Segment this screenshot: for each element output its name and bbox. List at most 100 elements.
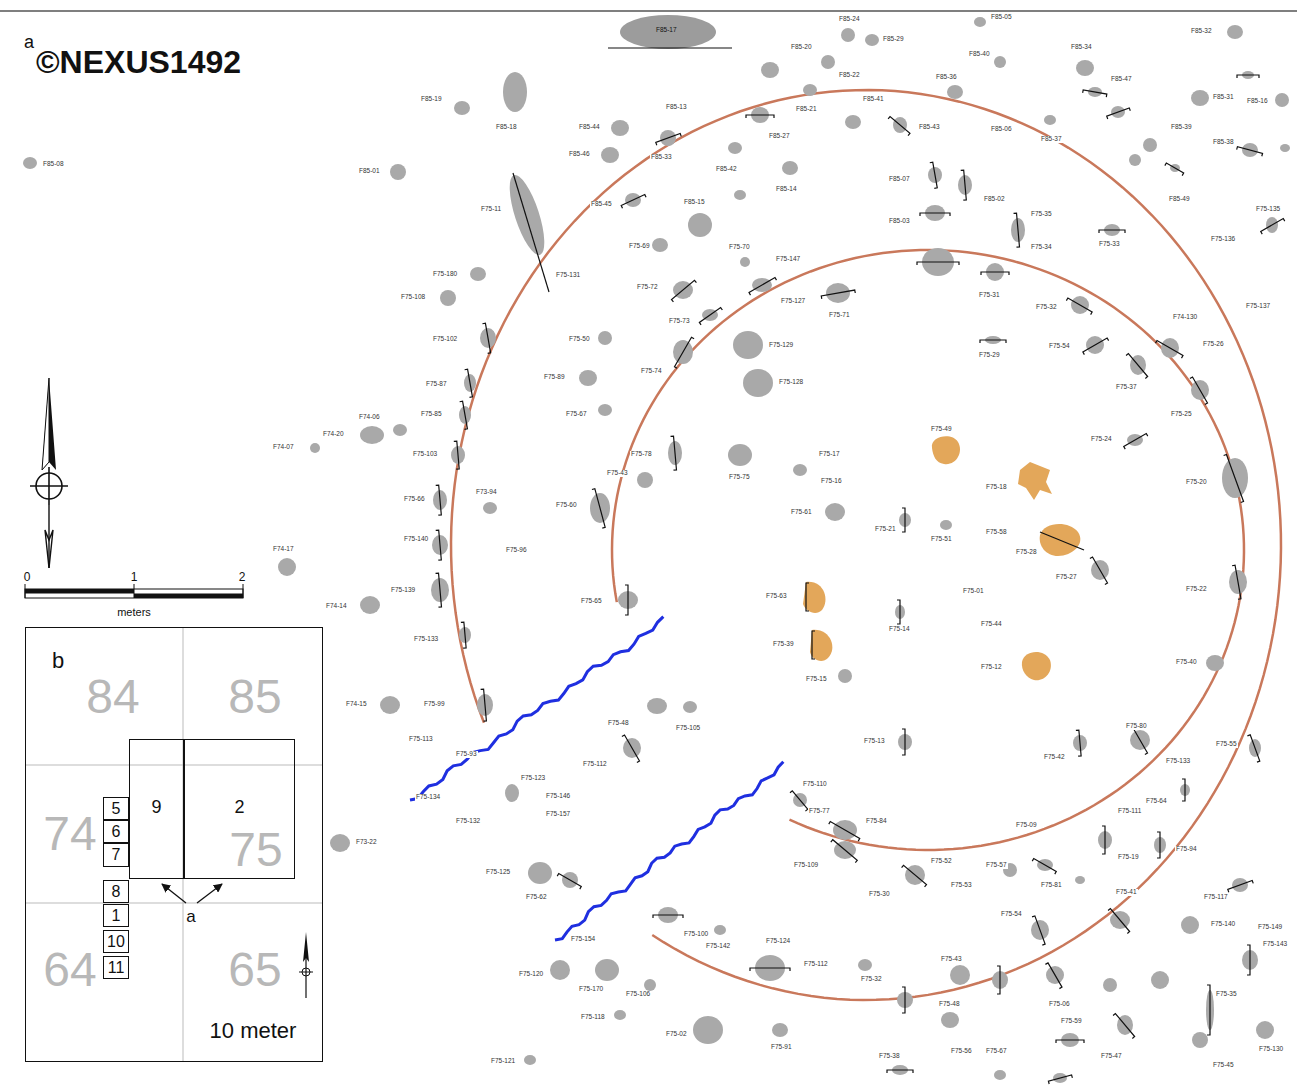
hearth-feature: [1018, 462, 1052, 500]
section-line: [1014, 213, 1020, 247]
feature-label: F75-132: [455, 818, 481, 825]
section-line: [1157, 832, 1160, 858]
section-line: [746, 115, 774, 118]
section-line: [917, 262, 959, 265]
unit-number: 6: [104, 824, 128, 840]
feature-label: F75-39: [772, 641, 795, 648]
feature-label: F75-38: [878, 1053, 901, 1060]
posthole: [598, 404, 612, 416]
posthole: [470, 267, 486, 281]
feature-label: F75-111: [1117, 808, 1142, 815]
feature-label: F75-142: [705, 943, 731, 950]
pointer-letter: a: [186, 908, 195, 925]
posthole: [550, 960, 570, 980]
feature-label: F75-30: [868, 891, 891, 898]
section-line: [1090, 557, 1108, 584]
section-line: [481, 689, 487, 721]
feature-label: F75-52: [930, 858, 953, 865]
feature-label: F85-03: [888, 218, 911, 225]
posthole: [1076, 60, 1094, 76]
feature-label: F75-55: [1215, 741, 1238, 748]
section-line: [1045, 963, 1062, 989]
feature-label: F75-70: [728, 244, 751, 251]
section-line: [888, 117, 910, 136]
feature-label: F75-29: [978, 352, 1001, 359]
feature-label: F75-43: [606, 470, 629, 477]
feature-label: F75-136: [1210, 236, 1236, 243]
feature-label: F74-07: [272, 444, 295, 451]
inset-arrows: [162, 884, 222, 903]
unit-number: 10: [104, 934, 128, 950]
feature-label: F74-17: [272, 546, 295, 553]
feature-label: F75-133: [413, 636, 439, 643]
section-line: [1190, 377, 1208, 404]
posthole: [734, 190, 746, 200]
posthole: [1151, 971, 1169, 989]
feature-label: F75-143: [1262, 941, 1288, 948]
posthole: [947, 85, 963, 99]
feature-label: F75-54: [1000, 911, 1023, 918]
section-line: [1261, 219, 1285, 235]
posthole: [838, 669, 852, 683]
posthole: [1191, 90, 1209, 106]
section-line: [1165, 163, 1184, 176]
posthole: [614, 1010, 626, 1020]
entrance-line: [410, 617, 663, 800]
section-line: [557, 874, 581, 890]
section-line: [1232, 565, 1241, 599]
section-line: [1156, 341, 1183, 359]
entrance-line: [555, 762, 783, 940]
wall-arc: [612, 250, 1244, 850]
section-line: [1126, 354, 1148, 379]
feature-label: F85-43: [918, 124, 941, 131]
posthole: [23, 157, 37, 169]
hearth-feature: [932, 436, 960, 464]
feature-label: F85-07: [888, 176, 911, 183]
feature-label: F75-140: [403, 536, 429, 543]
posthole: [714, 925, 726, 935]
posthole: [793, 464, 807, 476]
test-unit: 8: [103, 880, 129, 903]
posthole: [598, 331, 612, 345]
section-line: [887, 1070, 913, 1073]
posthole: [601, 147, 619, 163]
feature-label: F75-06: [1048, 1001, 1071, 1008]
feature-label: F85-34: [1070, 44, 1093, 51]
feature-label: F85-19: [420, 96, 443, 103]
section-line: [1056, 1040, 1084, 1043]
feature-label: F75-91: [770, 1044, 793, 1051]
feature-label: F85-33: [650, 154, 673, 161]
feature-label: F75-45: [1212, 1062, 1235, 1069]
feature-label: F85-16: [1246, 98, 1269, 105]
feature-label: F75-02: [665, 1031, 688, 1038]
section-line: [1108, 909, 1130, 934]
posthole: [1227, 25, 1243, 39]
pit: [503, 171, 552, 258]
posthole: [524, 1055, 536, 1065]
section-line: [592, 489, 605, 528]
section-line: [997, 966, 1000, 994]
feature-label: F75-139: [390, 587, 416, 594]
section-line: [1032, 916, 1045, 945]
feature-label: F75-137: [1245, 303, 1271, 310]
feature-label: F75-121: [490, 1058, 516, 1065]
section-line: [1048, 1075, 1072, 1084]
feature-label: F75-170: [578, 986, 604, 993]
feature-label: F85-15: [683, 199, 706, 206]
feature-label: F75-71: [828, 312, 851, 319]
grid-number: 74: [43, 810, 96, 858]
posthole: [330, 834, 350, 852]
feature-label: F75-48: [607, 720, 630, 727]
posthole: [440, 290, 456, 306]
posthole: [652, 238, 668, 252]
feature-label: F75-09: [1015, 822, 1038, 829]
feature-label: F85-24: [838, 16, 861, 23]
section-line: [1066, 298, 1092, 315]
posthole: [360, 426, 384, 444]
section-line: [1247, 735, 1259, 762]
posthole: [743, 369, 773, 397]
feature-label: F75-42: [1043, 754, 1066, 761]
feature-label: F75-54: [1048, 343, 1071, 350]
feature-label: F75-157: [545, 811, 571, 818]
feature-label: F85-45: [590, 201, 613, 208]
